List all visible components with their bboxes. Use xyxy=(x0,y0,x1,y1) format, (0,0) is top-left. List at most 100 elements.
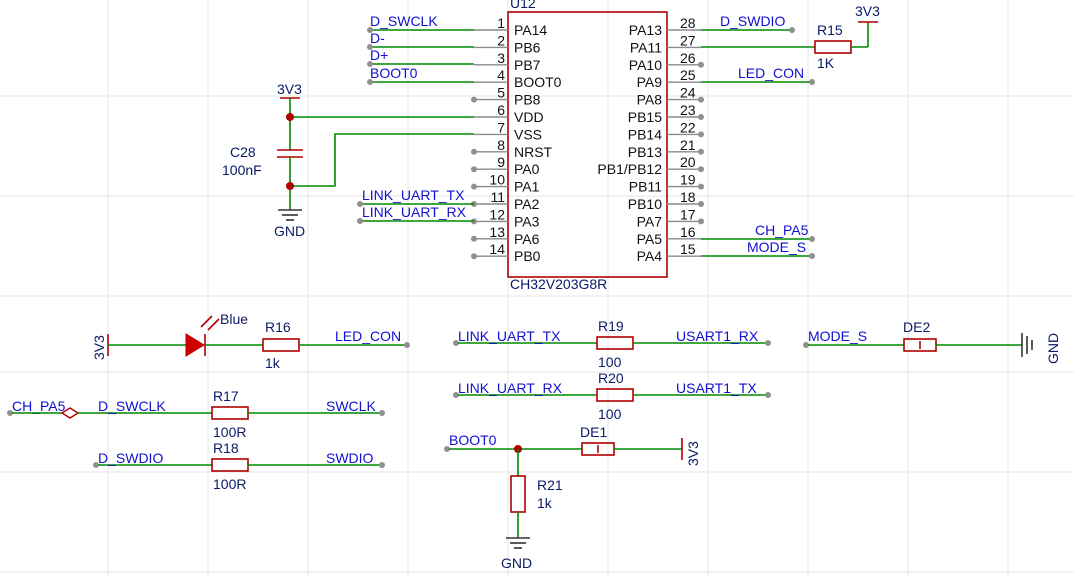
pin-number: 13 xyxy=(489,224,505,240)
net-label-d-swdio: D_SWDIO xyxy=(720,13,785,29)
pin-name: PA2 xyxy=(514,196,540,212)
pin-name: PA8 xyxy=(637,92,663,108)
chip-left-wires: D_SWCLK D- D+ BOOT0 LINK_UART_TX LINK_UA… xyxy=(290,13,474,224)
boot0-circuit[interactable]: BOOT0 DE1 3V3 R21 1k GND xyxy=(444,424,701,571)
pin-number: 17 xyxy=(680,206,696,222)
ground-symbol-r21 xyxy=(506,537,530,549)
chip-designator: U12 xyxy=(510,0,536,11)
no-connect-dot xyxy=(698,131,704,138)
resistor-r17-body xyxy=(211,406,249,420)
power-label-3v3-r15: 3V3 xyxy=(855,3,880,19)
pin-number: 18 xyxy=(680,189,696,205)
net-label-link-uart-tx-2: LINK_UART_TX xyxy=(458,328,561,344)
pin-number: 12 xyxy=(489,206,505,222)
pin-name: PB1/PB12 xyxy=(597,161,662,177)
mode-s-circuit[interactable]: MODE_S DE2 GND xyxy=(803,319,1061,364)
pin-name: PB7 xyxy=(514,57,541,73)
pin-number: 23 xyxy=(680,102,696,118)
net-endpoint xyxy=(789,27,795,33)
pin-number: 5 xyxy=(497,85,505,101)
pin-name: PB15 xyxy=(628,109,662,125)
pin-name: PA0 xyxy=(514,161,540,177)
resistor-r16-body xyxy=(262,338,300,352)
no-connect-dot xyxy=(698,183,704,190)
chip-pin-21[interactable]: 21 PB13 xyxy=(628,137,704,160)
power-label-3v3-c28: 3V3 xyxy=(277,81,302,97)
resistor-r20-body xyxy=(596,388,634,402)
ref-de2: DE2 xyxy=(903,319,930,335)
chip-pin-15[interactable]: 15 PA4 xyxy=(637,241,701,264)
pin-number: 8 xyxy=(497,137,505,153)
chip-right-wires: D_SWDIO 3V3 R15 1K LED_CON CH_PA5 MODE_S xyxy=(701,3,880,259)
chip-pin-20[interactable]: 20 PB1/PB12 xyxy=(597,154,704,177)
pin-number: 21 xyxy=(680,137,696,153)
uart-resistors[interactable]: LINK_UART_TX R19 100 USART1_RX LINK_UART… xyxy=(453,318,771,422)
pin-number: 1 xyxy=(497,15,505,31)
ref-c28: C28 xyxy=(230,144,256,160)
pin-number: 22 xyxy=(680,119,696,135)
value-r18: 100R xyxy=(213,476,246,492)
net-endpoint xyxy=(357,201,363,207)
swd-resistors[interactable]: CH_PA5 D_SWCLK R17 100R SWCLK D_SWDIO R1… xyxy=(7,388,385,492)
pin-number: 14 xyxy=(489,241,505,257)
led-circuit[interactable]: 3V3 Blue R16 1k LED_CON xyxy=(91,311,410,371)
pin-number: 20 xyxy=(680,154,696,170)
net-label-d-plus: D+ xyxy=(370,47,388,63)
pin-number: 15 xyxy=(680,241,696,257)
value-c28: 100nF xyxy=(222,162,262,178)
net-label-boot0: BOOT0 xyxy=(370,65,418,81)
pin-name: VDD xyxy=(514,109,544,125)
resistor-r15-body xyxy=(814,40,852,54)
pin-number: 10 xyxy=(489,172,505,188)
resistor-r19-body xyxy=(596,336,634,350)
resistor-r18-body xyxy=(211,458,249,472)
pin-number: 27 xyxy=(680,32,696,48)
pin-number: 9 xyxy=(497,154,505,170)
pin-name: PA9 xyxy=(637,74,663,90)
pin-number: 19 xyxy=(680,172,696,188)
net-label-usart1-rx: USART1_RX xyxy=(676,328,759,344)
no-connect-dot xyxy=(698,218,704,225)
ref-r15: R15 xyxy=(817,22,843,38)
pin-name: PA4 xyxy=(637,248,663,264)
pin-name: PB14 xyxy=(628,126,662,142)
chip-pin-23[interactable]: 23 PB15 xyxy=(628,102,704,125)
capacitor-c28[interactable]: 3V3 GND C28 100nF xyxy=(222,81,305,239)
chip-body xyxy=(507,11,668,278)
junction-dot xyxy=(286,113,294,121)
resistor-r21-body xyxy=(510,475,526,513)
pin-name: VSS xyxy=(514,126,542,142)
net-endpoint xyxy=(367,61,373,67)
chip-pin-22[interactable]: 22 PB14 xyxy=(628,119,704,142)
ground-label-de2: GND xyxy=(1045,333,1061,364)
pin-number: 7 xyxy=(497,119,505,135)
net-label-boot0-2: BOOT0 xyxy=(449,432,497,448)
chip-pin-9[interactable]: 9 PA0 xyxy=(471,154,540,177)
pin-name: PB13 xyxy=(628,144,662,160)
net-label-link-uart-rx: LINK_UART_RX xyxy=(362,204,467,220)
chip-pin-7[interactable]: 7 VSS xyxy=(474,119,542,142)
